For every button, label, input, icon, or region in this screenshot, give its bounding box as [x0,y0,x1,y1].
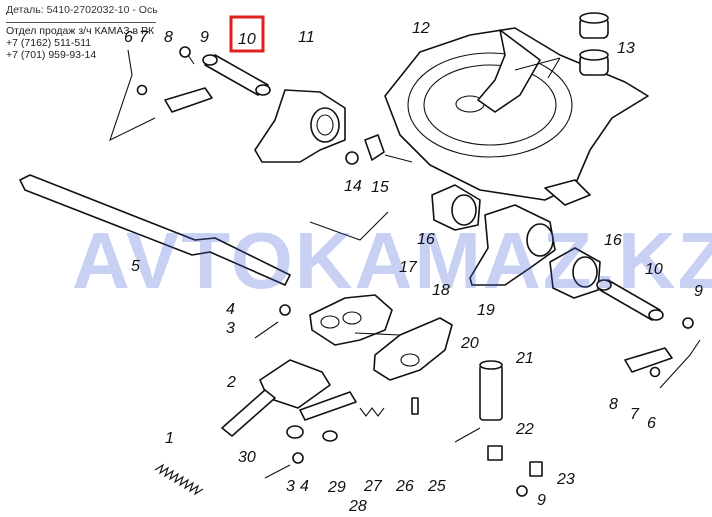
callout-9-lower[interactable]: 9 [694,283,703,300]
callout-11[interactable]: 11 [298,29,315,46]
callout-25[interactable]: 25 [427,478,446,495]
part-6-lock-wire-upper[interactable] [109,49,156,142]
callout-2[interactable]: 2 [226,374,236,391]
part-30-washer[interactable] [286,425,304,439]
part-26-pin[interactable] [411,397,419,415]
callout-6-lower[interactable]: 6 [647,415,656,432]
callout-26[interactable]: 26 [395,478,414,495]
part-4-nut-lower[interactable] [292,452,304,464]
callout-7-lower[interactable]: 7 [630,406,640,423]
header-divider [6,22,156,23]
part-2-locking-slide[interactable] [221,359,331,437]
callout-23[interactable]: 23 [556,471,575,488]
part-3-bolt-lower[interactable] [264,464,291,479]
callout-10-lower[interactable]: 10 [645,261,663,278]
callout-18[interactable]: 18 [432,282,450,299]
callout-6[interactable]: 6 [124,29,133,46]
part-4-nut-upper[interactable] [279,304,291,316]
part-9-bolt-lower[interactable] [682,317,694,329]
part-13-bushings[interactable] [579,12,609,76]
part-7-bolt-upper[interactable] [136,84,148,96]
phone-1: +7 (7162) 511-511 [6,37,92,49]
callout-30[interactable]: 30 [238,449,256,466]
part-3-bolt-upper[interactable] [254,321,279,339]
part-27-spring[interactable] [359,407,385,417]
phone-2: +7 (701) 959-93-14 [6,49,97,61]
callout-14[interactable]: 14 [344,178,362,195]
selected-part-highlight [229,15,265,53]
part-16-rubber-bushing-lower[interactable] [549,247,601,299]
part-25-cotter-pin[interactable] [454,427,481,443]
part-23-grease-fitting[interactable] [529,461,543,477]
callout-16-lower[interactable]: 16 [604,232,622,249]
part-8-plate-lower[interactable] [624,347,673,373]
part-22-grease-fitting[interactable] [487,445,503,461]
part-9-bolt-bottom[interactable] [516,485,528,497]
part-9-bolt-upper[interactable] [179,46,195,65]
callout-10-selected[interactable]: 10 [238,31,256,48]
part-15-bracket[interactable] [364,134,385,161]
part-1-spring[interactable] [154,463,204,496]
part-20-jaw-lower[interactable] [373,317,453,381]
callout-19[interactable]: 19 [477,302,495,319]
watermark: AVTOKAMAZ.KZ [72,216,712,305]
callout-1[interactable]: 1 [165,430,174,447]
callout-7[interactable]: 7 [139,29,149,46]
callout-16-upper[interactable]: 16 [417,231,435,248]
seller-name: Отдел продаж з/ч КАМАЗ в РК [6,25,155,37]
part-17-jaw-upper[interactable] [309,294,393,346]
part-5-release-lever[interactable] [19,174,291,286]
callout-4-upper[interactable]: 4 [226,301,235,318]
callout-12[interactable]: 12 [412,20,430,37]
callout-21[interactable]: 21 [515,350,534,367]
callout-27[interactable]: 27 [363,478,383,495]
callout-9[interactable]: 9 [200,29,209,46]
part-info-header: Деталь: 5410-2702032-10 - Ось Отдел прод… [6,4,306,61]
part-6-lock-wire-lower[interactable] [659,339,701,389]
part-10-axle-lower[interactable] [596,279,664,321]
part-21-king-pin[interactable] [479,360,503,421]
part-8-plate-upper[interactable] [164,87,213,113]
callout-4-lower[interactable]: 4 [300,478,309,495]
part-28-plate[interactable] [299,391,357,421]
callout-28[interactable]: 28 [348,498,367,515]
part-10-axle-upper[interactable] [202,54,271,96]
callout-13[interactable]: 13 [617,40,635,57]
part-title: Деталь: 5410-2702032-10 - Ось [6,4,158,16]
callout-17[interactable]: 17 [399,259,418,276]
part-7-bolt-lower[interactable] [649,366,661,378]
callout-9-bottom[interactable]: 9 [537,492,546,509]
part-14-bolt[interactable] [345,151,359,165]
part-29-washer[interactable] [322,430,338,442]
callout-8-lower[interactable]: 8 [609,396,618,413]
part-18-bracket-right[interactable] [469,204,556,286]
callout-15[interactable]: 15 [371,179,389,196]
part-16-rubber-bushing-upper[interactable] [431,184,481,231]
callout-3-lower[interactable]: 3 [286,478,295,495]
callout-3-upper[interactable]: 3 [226,320,235,337]
assembly-arrows [309,154,413,336]
callout-8[interactable]: 8 [164,29,173,46]
part-11-bracket-left[interactable] [254,89,346,163]
callout-20[interactable]: 20 [460,335,479,352]
callout-29[interactable]: 29 [327,479,346,496]
callout-5[interactable]: 5 [131,258,140,275]
callout-22[interactable]: 22 [515,421,534,438]
